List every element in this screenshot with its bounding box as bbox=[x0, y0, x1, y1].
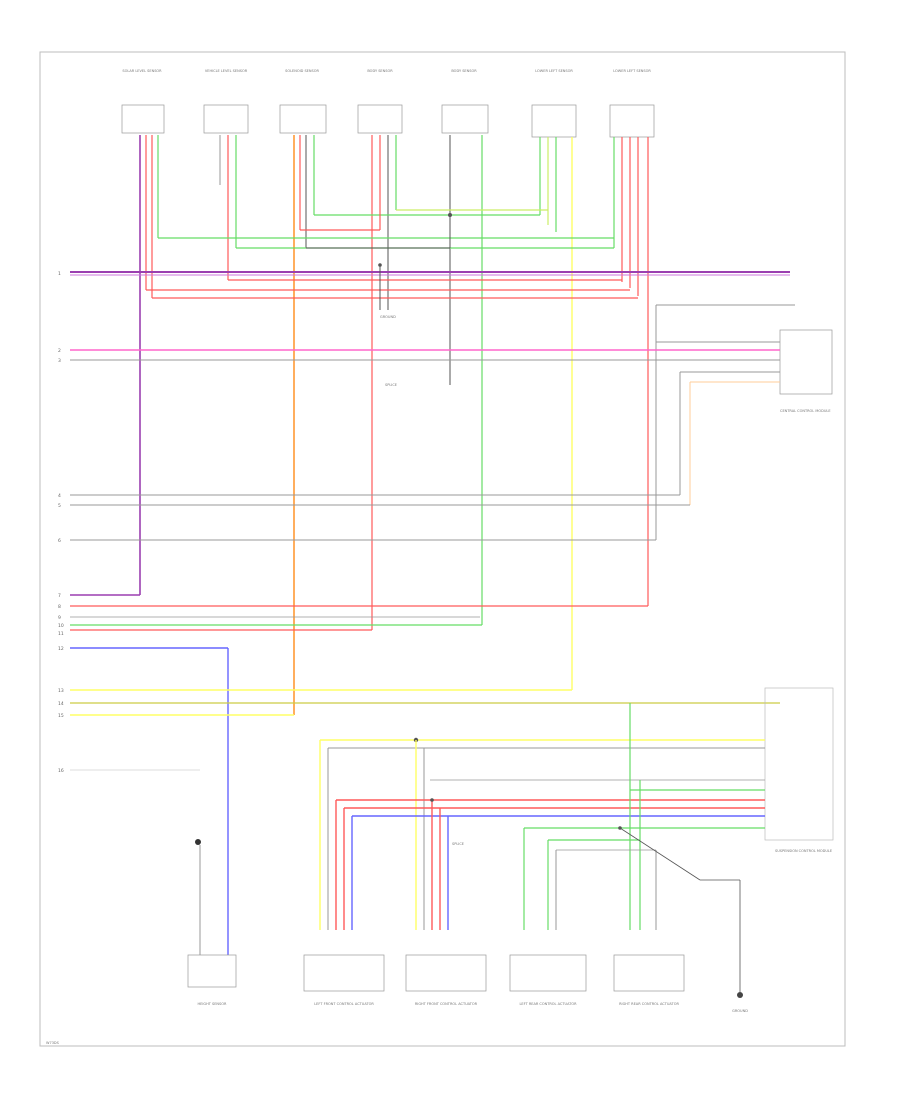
wire-black bbox=[619, 827, 701, 881]
left-pin: 3 bbox=[58, 358, 61, 364]
top-sensor-3-label: SOLENOID SENSOR bbox=[285, 69, 319, 73]
left-pin: 11 bbox=[58, 631, 64, 637]
splice-label: SPLICE bbox=[385, 383, 397, 387]
actuator-left-front: LEFT FRONT CONTROL ACTUATOR bbox=[303, 954, 385, 1006]
actuator-left-front-label: LEFT FRONT CONTROL ACTUATOR bbox=[314, 1002, 374, 1006]
actuator-right-rear: RIGHT REAR CONTROL ACTUATOR bbox=[613, 954, 685, 1006]
left-pin: 15 bbox=[58, 713, 64, 719]
left-pin: 7 bbox=[58, 593, 61, 599]
diagram-frame bbox=[39, 51, 846, 1047]
suspension-control-module: SUSPENSION CONTROL MODULE bbox=[764, 687, 834, 853]
central-control-module: CENTRAL CONTROL MODULE bbox=[779, 329, 833, 413]
left-pin: 8 bbox=[58, 604, 61, 610]
top-sensor-5: BODY SENSOR bbox=[441, 69, 489, 134]
left-pin: 2 bbox=[58, 348, 61, 354]
left-pin: 1 bbox=[58, 271, 61, 277]
top-sensor-2: VEHICLE LEVEL SENSOR bbox=[203, 69, 249, 134]
top-sensor-6: LOWER LEFT SENSOR bbox=[531, 69, 577, 138]
top-sensor-3: SOLENOID SENSOR bbox=[279, 69, 327, 134]
left-pin: 4 bbox=[58, 493, 61, 499]
left-pin: 13 bbox=[58, 688, 64, 694]
left-pin: 10 bbox=[58, 623, 64, 629]
left-pin: 14 bbox=[58, 701, 64, 707]
splice-label: SPLICE bbox=[452, 842, 464, 846]
actuator-left-rear-label: LEFT REAR CONTROL ACTUATOR bbox=[519, 1002, 577, 1006]
central-control-module-label: CENTRAL CONTROL MODULE bbox=[780, 409, 831, 413]
left-pin: 5 bbox=[58, 503, 61, 509]
top-sensor-7-label: LOWER LEFT SENSOR bbox=[613, 69, 651, 73]
left-pin: 9 bbox=[58, 615, 61, 621]
height-sensor-label: HEIGHT SENSOR bbox=[198, 1002, 227, 1006]
suspension-control-module-label: SUSPENSION CONTROL MODULE bbox=[775, 849, 832, 853]
bottom-right-ground-label: GROUND bbox=[732, 1009, 748, 1013]
left-pin: 16 bbox=[58, 768, 64, 774]
left-pin: 6 bbox=[58, 538, 61, 544]
splice-dot bbox=[448, 213, 452, 217]
actuator-right-rear-label: RIGHT REAR CONTROL ACTUATOR bbox=[619, 1002, 679, 1006]
top-sensor-5-label: BODY SENSOR bbox=[451, 69, 477, 73]
left-pin-column: 1 2 3 4 5 6 7 8 9 10 11 12 13 14 15 16 bbox=[58, 271, 64, 774]
top-sensor-6-label: LOWER LEFT SENSOR bbox=[535, 69, 573, 73]
page-code: W73DS bbox=[46, 1041, 60, 1045]
ground-note: GROUND bbox=[380, 315, 396, 319]
top-sensor-7: LOWER LEFT SENSOR bbox=[609, 69, 655, 138]
actuator-left-rear: LEFT REAR CONTROL ACTUATOR bbox=[509, 954, 587, 1006]
top-sensor-4: BODY SENSOR bbox=[357, 69, 403, 134]
top-sensor-1: SOLAR LEVEL SENSOR bbox=[121, 69, 165, 134]
actuator-right-front: RIGHT FRONT CONTROL ACTUATOR bbox=[405, 954, 487, 1006]
top-sensor-4-label: BODY SENSOR bbox=[367, 69, 393, 73]
ground-icon bbox=[737, 992, 743, 998]
top-sensor-1-label: SOLAR LEVEL SENSOR bbox=[122, 69, 162, 73]
top-sensor-2-label: VEHICLE LEVEL SENSOR bbox=[205, 69, 248, 73]
splice-dot bbox=[430, 798, 434, 802]
ground-icon bbox=[195, 839, 201, 845]
actuator-right-front-label: RIGHT FRONT CONTROL ACTUATOR bbox=[415, 1002, 478, 1006]
height-sensor-unit: HEIGHT SENSOR bbox=[187, 954, 237, 1006]
left-pin: 12 bbox=[58, 646, 64, 652]
